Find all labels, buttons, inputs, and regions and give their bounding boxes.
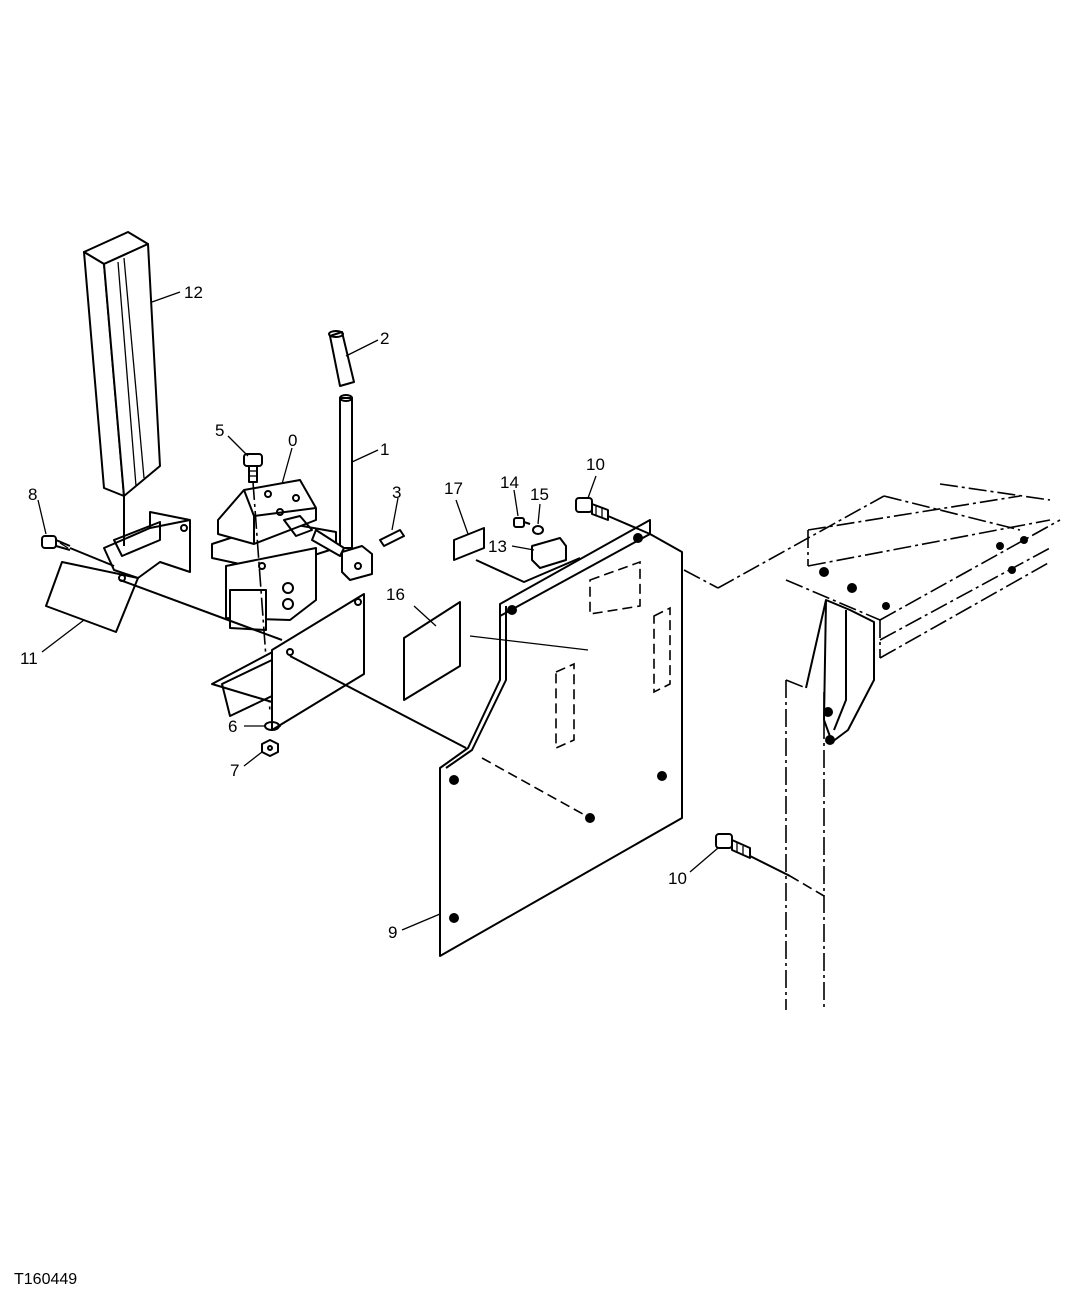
part-12-channel-cover [83,231,161,497]
callout-17: 17 [444,479,463,498]
part-14-screw [513,517,531,528]
callout-6: 6 [228,717,237,736]
callout-13: 13 [488,537,507,556]
valve-mount-bracket [211,593,365,731]
callout-15: 15 [530,485,549,504]
part-13-latch [475,537,581,583]
part-16-decal [403,601,461,701]
callout-7: 7 [230,761,239,780]
callout-12: 12 [184,283,203,302]
part-0-control-valve [211,479,337,631]
callout-11: 11 [20,649,38,668]
part-15-washer [532,525,544,535]
callout-3: 3 [392,483,401,502]
part-8-bolt [41,535,71,551]
callout-16: 16 [386,585,405,604]
callout-2: 2 [380,329,389,348]
machine-frame [683,483,1061,1010]
part-11-bracket [45,511,191,633]
callout-5: 5 [215,421,224,440]
callout-10-lower: 10 [668,869,687,888]
callout-9: 9 [388,923,397,942]
part-10-bolt-upper [575,497,651,535]
callout-0: 0 [288,431,297,450]
figure-id: T160449 [14,1271,77,1288]
callout-10-upper: 10 [586,455,605,474]
callout-8: 8 [28,485,37,504]
callout-1: 1 [380,440,389,459]
part-5-bolt [243,453,271,713]
callout-labels: 12 2 1 3 5 0 8 11 6 7 9 10 10 16 17 13 1… [20,283,687,942]
callout-14: 14 [500,473,519,492]
assembly-leaders [69,494,591,819]
part-1-lever [311,394,373,581]
part-2-grip [328,330,355,387]
part-9-side-panel [439,519,683,957]
part-17-label [453,527,485,561]
frame-gusset [805,599,875,745]
callout-leaders [37,291,719,931]
part-7-nut [261,739,279,757]
part-10-bolt-lower [715,833,825,897]
part-3-pin [379,529,405,547]
